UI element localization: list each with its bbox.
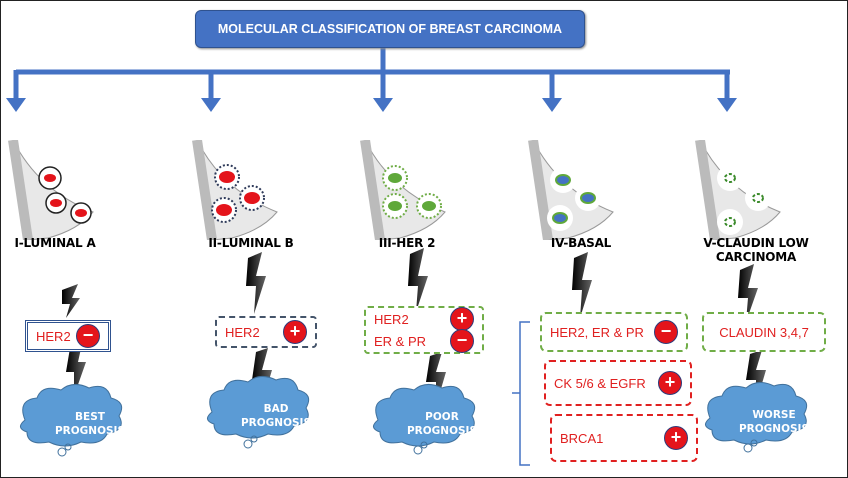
arrow-head (6, 98, 26, 112)
bolt-icon (246, 252, 266, 314)
arrow-head (201, 98, 221, 112)
subtype-label-luminal-a: I-LUMINAL A (14, 236, 96, 250)
label-line: V-CLAUDIN LOW (703, 236, 809, 250)
bolt-icon (62, 284, 80, 318)
breast-illustration-luminal-a (8, 140, 94, 240)
prognosis-line: POOR (425, 411, 459, 423)
marker-box-claudin: CLAUDIN 3,4,7 (702, 312, 826, 352)
positive-sign-icon: + (658, 371, 682, 395)
positive-sign-icon: + (450, 307, 474, 331)
marker-text: HER2 (374, 311, 409, 327)
marker-row: ER & PR − (374, 329, 474, 353)
diagram-title: MOLECULAR CLASSIFICATION OF BREAST CARCI… (195, 10, 585, 48)
negative-sign-icon: − (76, 324, 100, 348)
arrow-head (373, 98, 393, 112)
cloud-bad-prognosis (207, 376, 310, 439)
prognosis-line: WORSE (752, 409, 796, 421)
positive-sign-icon: + (664, 426, 688, 450)
marker-text: HER2 (225, 324, 260, 340)
subtype-label-basal: IV-BASAL (550, 236, 612, 250)
prognosis-poor: POOR PROGNOSIS (382, 410, 502, 438)
marker-text: HER2, ER & PR (550, 324, 644, 340)
negative-sign-icon: − (654, 320, 678, 344)
breast-illustration-her2 (360, 140, 446, 240)
prognosis-line: PROGNOSIS (240, 417, 312, 429)
marker-box-her2: HER2 + ER & PR − (364, 306, 484, 354)
bolt-icon (738, 264, 758, 322)
bolt-icon (408, 248, 428, 312)
breast-illustration-luminal-b (192, 140, 278, 240)
arrow-head (717, 98, 737, 112)
subtype-label-claudin-low: V-CLAUDIN LOW CARCINOMA (686, 236, 826, 264)
label-line: CARCINOMA (715, 250, 797, 264)
bolt-icon (426, 352, 446, 406)
prognosis-line: PROGNOSIS (54, 425, 126, 437)
marker-text: CLAUDIN 3,4,7 (719, 324, 809, 340)
basal-bracket (512, 321, 530, 466)
marker-text: ER & PR (374, 333, 427, 349)
marker-box-luminal-b: HER2 + (215, 316, 317, 348)
negative-sign-icon: − (450, 329, 474, 353)
prognosis-line: PROGNOSIS (406, 425, 478, 437)
breast-illustration-basal (528, 140, 614, 240)
bolt-icon (572, 252, 592, 318)
positive-sign-icon: + (283, 320, 307, 344)
marker-box-basal-brca1: BRCA1 + (550, 414, 698, 462)
prognosis-best: BEST PROGNOSIS (30, 410, 150, 438)
cloud-worse-prognosis (705, 382, 808, 445)
arrow-head (542, 98, 562, 112)
prognosis-bad: BAD PROGNOSIS (216, 402, 336, 430)
breast-illustration-claudin-low (695, 140, 781, 240)
marker-box-luminal-a: HER2 − (25, 320, 111, 352)
subtype-label-luminal-b: II-LUMINAL B (208, 236, 294, 250)
prognosis-line: BEST (75, 411, 105, 423)
bolt-icon (746, 350, 766, 404)
prognosis-worse: WORSE PROGNOSIS (714, 408, 834, 436)
marker-box-basal-ck-egfr: CK 5/6 & EGFR + (544, 360, 692, 406)
marker-box-basal-hormone: HER2, ER & PR − (540, 312, 688, 352)
marker-text: CK 5/6 & EGFR (554, 375, 646, 391)
marker-text: BRCA1 (560, 430, 604, 446)
prognosis-line: PROGNOSIS (738, 423, 810, 435)
prognosis-line: BAD (263, 403, 289, 415)
marker-text: HER2 (36, 328, 71, 344)
marker-row: HER2 + (374, 307, 474, 331)
cloud-poor-prognosis (373, 384, 476, 447)
cloud-best-prognosis (20, 384, 123, 447)
bolt-icon (66, 344, 86, 396)
subtype-label-her2: III-HER 2 (378, 236, 436, 250)
